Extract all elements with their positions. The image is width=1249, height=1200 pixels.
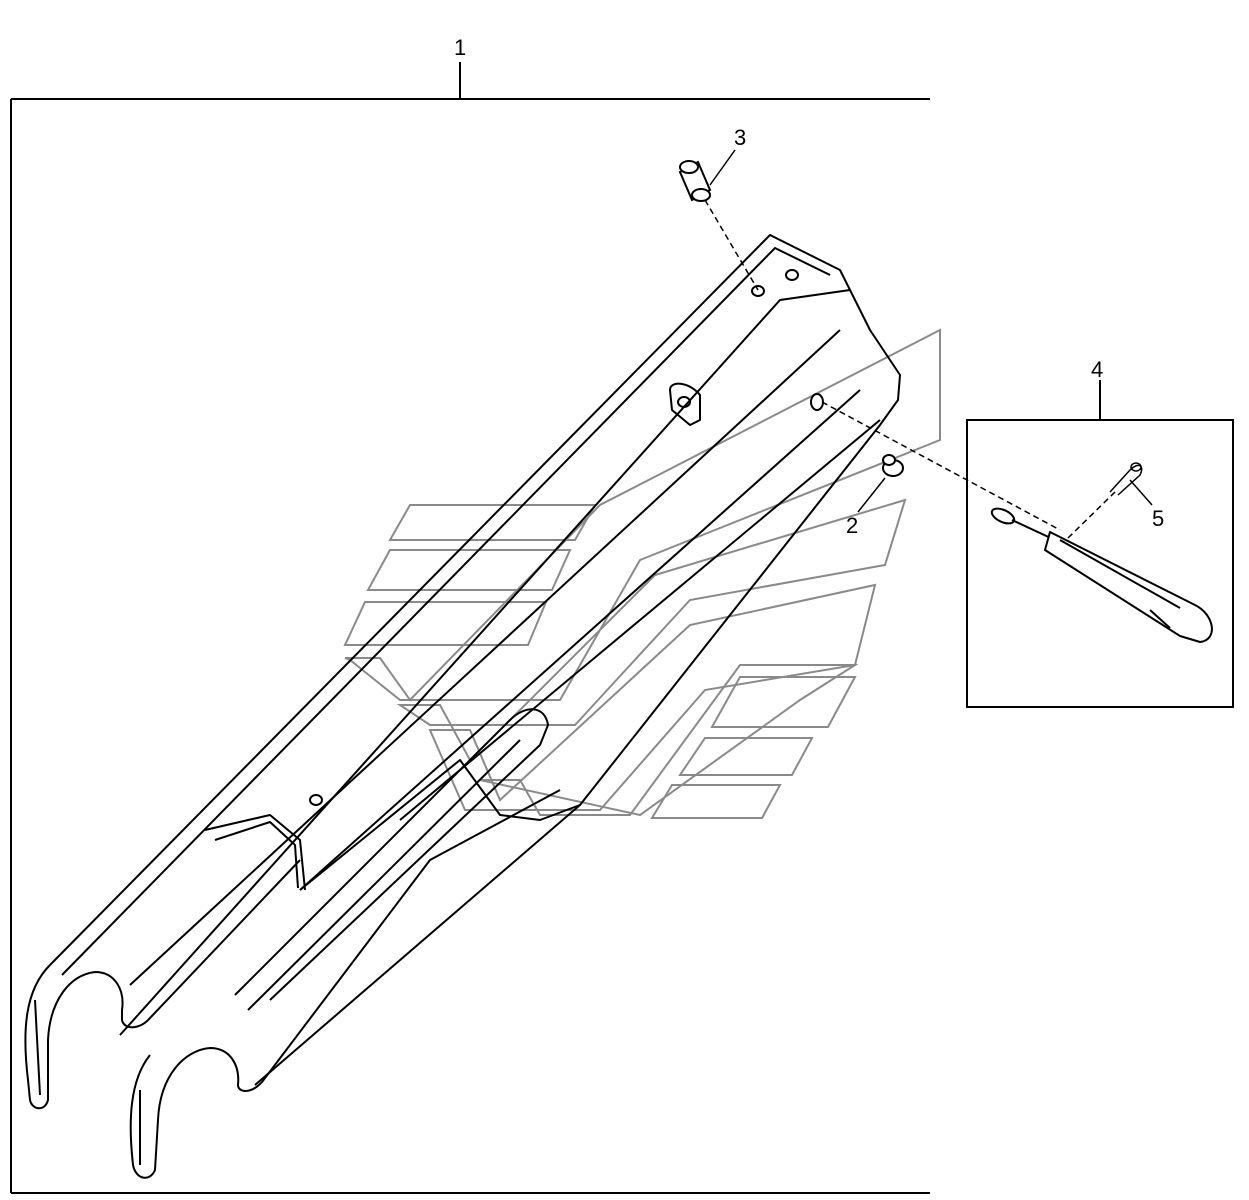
callout-2: 2 <box>846 513 858 538</box>
watermark-logo <box>343 328 941 819</box>
leader-3 <box>709 149 736 186</box>
dash-3 <box>704 199 759 291</box>
part-4-pin <box>990 507 1213 643</box>
dash-2 <box>821 401 1061 531</box>
assembly-4-box <box>966 380 1234 708</box>
dash-5 <box>1067 491 1116 539</box>
part-3-cap <box>678 160 712 202</box>
part-5-clip <box>1109 462 1153 506</box>
leader-2 <box>857 477 886 513</box>
part-2-fitting <box>882 454 904 477</box>
callout-4: 4 <box>1091 357 1103 382</box>
assembly-1-frame <box>10 62 930 1194</box>
callout-5: 5 <box>1152 506 1164 531</box>
boom-arm <box>24 234 901 1179</box>
callout-1: 1 <box>454 35 466 60</box>
callout-3: 3 <box>734 125 746 150</box>
